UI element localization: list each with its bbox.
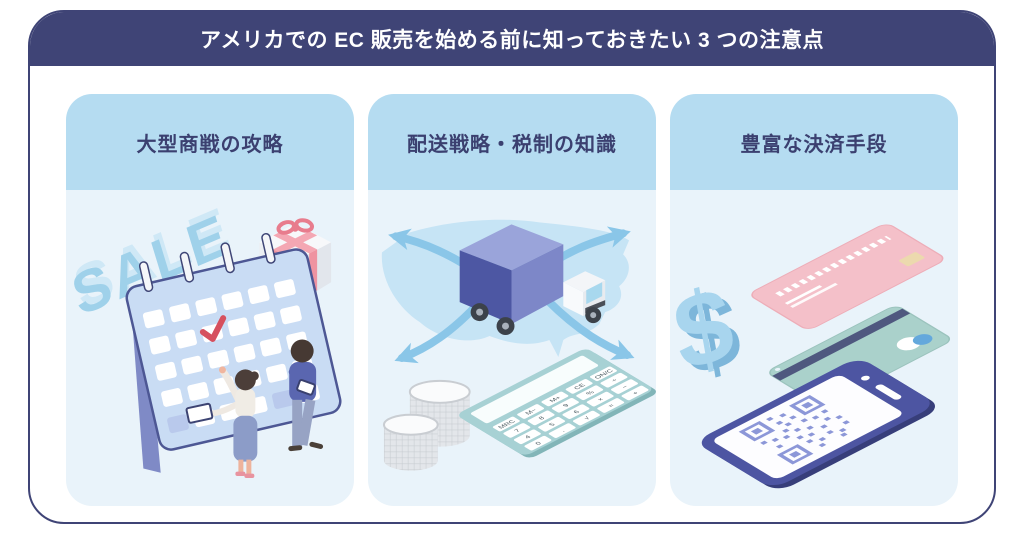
page-title: アメリカでの EC 販売を始める前に知っておきたい 3 つの注意点 xyxy=(200,29,824,52)
columns-container: 大型商戦の攻略 SALE SALE xyxy=(30,66,994,506)
red-check-mark xyxy=(199,315,227,342)
svg-text:ON/C: ON/C xyxy=(594,368,616,380)
column-2-header: 配送戦略・税制の知識 xyxy=(368,94,656,190)
phone-camera-dot xyxy=(861,375,870,381)
svg-text:CE: CE xyxy=(573,383,588,391)
payment-methods-illustration: $ $ xyxy=(670,224,951,489)
coin-stacks xyxy=(382,379,471,471)
qr-code xyxy=(738,395,850,465)
man-figure xyxy=(288,339,324,452)
column-1-body: SALE SALE xyxy=(66,190,354,506)
sale-calendar-illustration: SALE SALE xyxy=(66,195,342,479)
svg-text:9: 9 xyxy=(562,403,571,408)
calculator-icon: MRC M− M+ CE ON/C 7 8 9 % ÷ 4 5 xyxy=(459,349,656,458)
column-2-title: 配送戦略・税制の知識 xyxy=(407,133,617,156)
column-shipping-tax: 配送戦略・税制の知識 xyxy=(368,94,656,506)
calculator-keys: MRC M− M+ CE ON/C 7 8 9 % ÷ 4 5 xyxy=(492,366,649,451)
svg-text:−: − xyxy=(621,384,630,389)
column-major-sales: 大型商戦の攻略 SALE SALE xyxy=(66,94,354,506)
woman-figure xyxy=(185,366,259,479)
dollar-sign-3d: $ $ xyxy=(670,264,748,400)
column-3-body: $ $ xyxy=(670,190,958,506)
svg-text:×: × xyxy=(597,397,606,402)
column-1-title: 大型商戦の攻略 xyxy=(136,133,284,156)
svg-text:8: 8 xyxy=(538,416,547,421)
svg-text:÷: ÷ xyxy=(610,378,619,383)
svg-text:7: 7 xyxy=(513,428,522,433)
svg-text:5: 5 xyxy=(548,422,557,427)
svg-text:MRC: MRC xyxy=(497,419,517,430)
column-payment-methods: 豊富な決済手段 xyxy=(670,94,958,506)
svg-text:%: % xyxy=(585,390,596,396)
svg-text:=: = xyxy=(607,403,616,408)
svg-text:M−: M− xyxy=(524,408,539,416)
title-banner: アメリカでの EC 販売を始める前に知っておきたい 3 つの注意点 xyxy=(30,12,994,66)
calendar-rings xyxy=(138,232,276,293)
column-3-header: 豊富な決済手段 xyxy=(670,94,958,190)
svg-text:4: 4 xyxy=(524,435,533,440)
column-1-header: 大型商戦の攻略 xyxy=(66,94,354,190)
shipping-tax-illustration: MRC M− M+ CE ON/C 7 8 9 % ÷ 4 5 xyxy=(381,219,656,471)
svg-text:6: 6 xyxy=(572,410,581,415)
infographic-card: アメリカでの EC 販売を始める前に知っておきたい 3 つの注意点 大型商戦の攻… xyxy=(28,10,996,524)
svg-text:.: . xyxy=(560,429,567,433)
svg-text:M+: M+ xyxy=(549,395,564,403)
delivery-truck-icon xyxy=(459,224,606,336)
svg-text:0: 0 xyxy=(534,441,543,446)
column-2-body: MRC M− M+ CE ON/C 7 8 9 % ÷ 4 5 xyxy=(368,190,656,506)
svg-text:+: + xyxy=(631,391,640,396)
credit-card-pink xyxy=(751,224,944,329)
desk-calendar xyxy=(125,232,342,473)
calendar-date-cells xyxy=(142,279,321,434)
smartphone-qr-icon xyxy=(701,360,935,489)
column-3-title: 豊富な決済手段 xyxy=(740,133,888,156)
svg-text:√: √ xyxy=(582,415,592,421)
phone-speaker xyxy=(875,384,902,400)
